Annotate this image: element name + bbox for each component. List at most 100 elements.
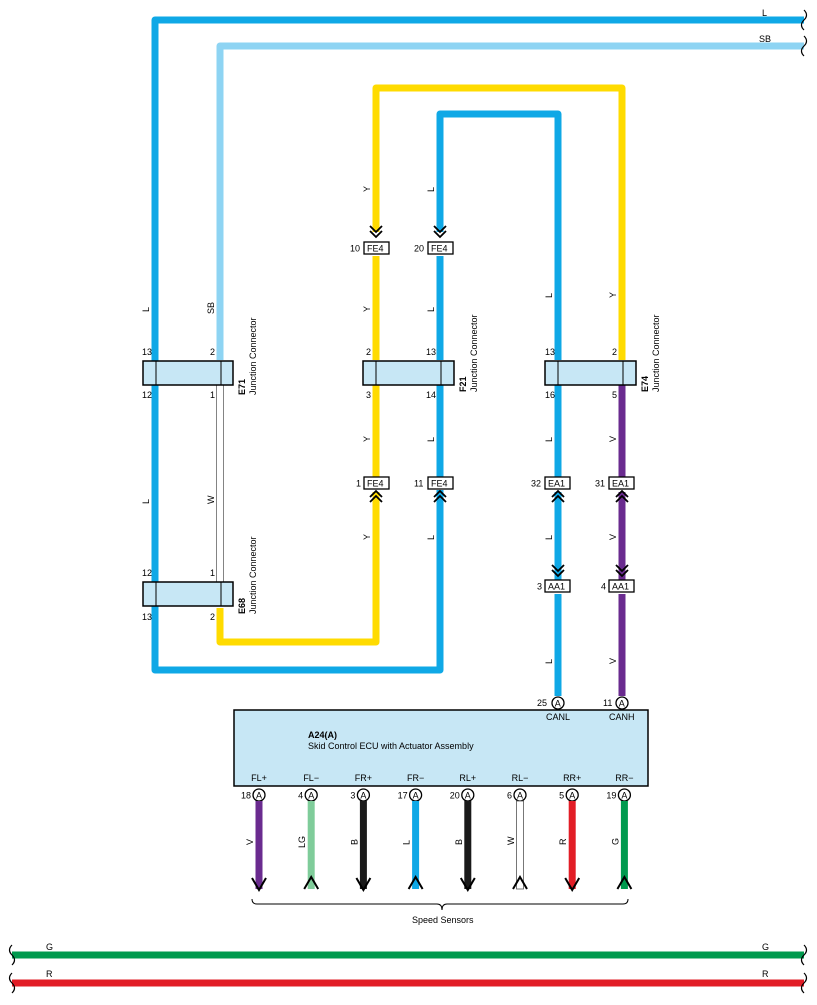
junction-pin: 13 (142, 347, 152, 357)
terminal-name: FR− (407, 773, 424, 783)
terminal-pin: 18 (241, 791, 251, 801)
junction-pin: 3 (366, 390, 371, 400)
connector-body (363, 241, 390, 255)
wire-label: L (141, 307, 151, 312)
connector-code: EA1 (612, 479, 629, 489)
wire-label: G (610, 838, 620, 845)
arrow-up-icon (616, 875, 633, 890)
terminal-pin: 4 (298, 791, 303, 801)
wire-y-top (372, 84, 626, 360)
junction-pin: 16 (545, 390, 555, 400)
terminal-pin: 6 (507, 791, 512, 801)
terminal-name: FR+ (355, 773, 372, 783)
connector-ea1-31: EA1 31 (595, 476, 635, 503)
top-wire-label-sb: SB (759, 34, 771, 44)
wire-color-labels: L L SB W Y Y Y Y L L L L L L L L Y V V V (141, 186, 618, 664)
chevron-icon (369, 225, 383, 239)
chevron-icon (551, 489, 565, 503)
terminal-circle (551, 696, 565, 710)
junction-pin: 2 (612, 347, 617, 357)
ecu-body (233, 709, 649, 787)
terminal-name: FL− (303, 773, 319, 783)
junction-pin: 12 (142, 390, 152, 400)
junction-pin: 12 (142, 568, 152, 578)
terminal-letter: A (619, 698, 625, 708)
chevron-icon (615, 489, 629, 503)
junction-title: Junction Connector (651, 314, 661, 392)
terminal-letter: A (413, 790, 419, 800)
top-wire-label-l: L (762, 8, 767, 18)
chevron-icon (433, 225, 447, 239)
junction-pin: 1 (210, 390, 215, 400)
junction-title: Junction Connector (248, 536, 258, 614)
wire-label: SB (206, 302, 216, 314)
junction-body (544, 360, 637, 386)
connector-fe4-10: FE4 10 (350, 225, 390, 255)
connector-aa1-4: AA1 4 (601, 564, 635, 593)
terminal-pin: 11 (603, 698, 612, 708)
arrow-down-icon (251, 877, 267, 892)
connector-body (544, 579, 571, 593)
terminal-letter: A (308, 790, 314, 800)
arrow-up-icon (407, 875, 424, 890)
chevron-icon (551, 564, 565, 578)
brace-mark (251, 898, 629, 911)
ecu-title: Skid Control ECU with Actuator Assembly (308, 741, 474, 751)
connector-pin: 20 (414, 244, 424, 254)
terminal-pin: 3 (350, 791, 355, 801)
terminal-circle (615, 696, 629, 710)
connector-pin: 32 (531, 479, 541, 489)
wire-y-bottom (216, 492, 380, 646)
wire-label: Y (362, 306, 372, 312)
terminal-pin: 5 (559, 791, 564, 801)
connector-body (544, 476, 571, 490)
junction-e71: 13 2 12 1 E71 Junction Connector (142, 317, 258, 400)
wire-label: L (426, 307, 436, 312)
wire-label: Y (362, 534, 372, 540)
terminal-letter: A (569, 790, 575, 800)
wire-label: Y (362, 186, 372, 192)
connector-pin: 10 (350, 244, 360, 254)
junction-id: E71 (237, 379, 247, 395)
chevron-icon (433, 489, 447, 503)
terminal-letter: A (555, 698, 561, 708)
terminal-letter: A (621, 790, 627, 800)
terminal-pin: 25 (537, 698, 547, 708)
wire-break-mark (800, 972, 808, 994)
wire-label: Y (362, 436, 372, 442)
connector-code: EA1 (548, 479, 565, 489)
wire-label: L (544, 659, 554, 664)
wire-label: V (608, 436, 618, 442)
junction-body (142, 360, 234, 386)
terminal-pin: 17 (398, 791, 408, 801)
wire-label: W (506, 836, 516, 845)
wire-label: L (402, 840, 412, 845)
junction-pin: 14 (426, 390, 436, 400)
terminal-letter: A (256, 790, 262, 800)
wire-label: V (245, 839, 255, 845)
terminal-name: CANL (546, 712, 570, 722)
speed-sensors-label: Speed Sensors (412, 915, 474, 925)
terminal-name: RL− (512, 773, 529, 783)
junction-id: F21 (458, 376, 468, 392)
connector-pin: 3 (537, 582, 542, 592)
junction-e74: 13 2 16 5 E74 Junction Connector (544, 314, 661, 400)
junction-pin: 13 (426, 347, 436, 357)
arrow-up-icon (303, 875, 320, 890)
connector-aa1-3: AA1 3 (537, 564, 571, 593)
wire-break-mark (8, 972, 16, 994)
wire-label: L (544, 535, 554, 540)
wire-label: B (349, 839, 359, 845)
terminal-letter: A (465, 790, 471, 800)
wire-label: Y (608, 292, 618, 298)
connector-code: FE4 (367, 244, 384, 254)
terminal-name: FL+ (251, 773, 267, 783)
wire-break-mark (800, 9, 808, 31)
top-wire-breaks (800, 9, 808, 57)
terminal-pin: 20 (450, 791, 460, 801)
wire-label: L (544, 437, 554, 442)
junction-id: E74 (640, 376, 650, 392)
junction-e68: 12 1 13 2 E68 Junction Connector (142, 536, 258, 622)
wire-label-r: R (46, 969, 53, 979)
